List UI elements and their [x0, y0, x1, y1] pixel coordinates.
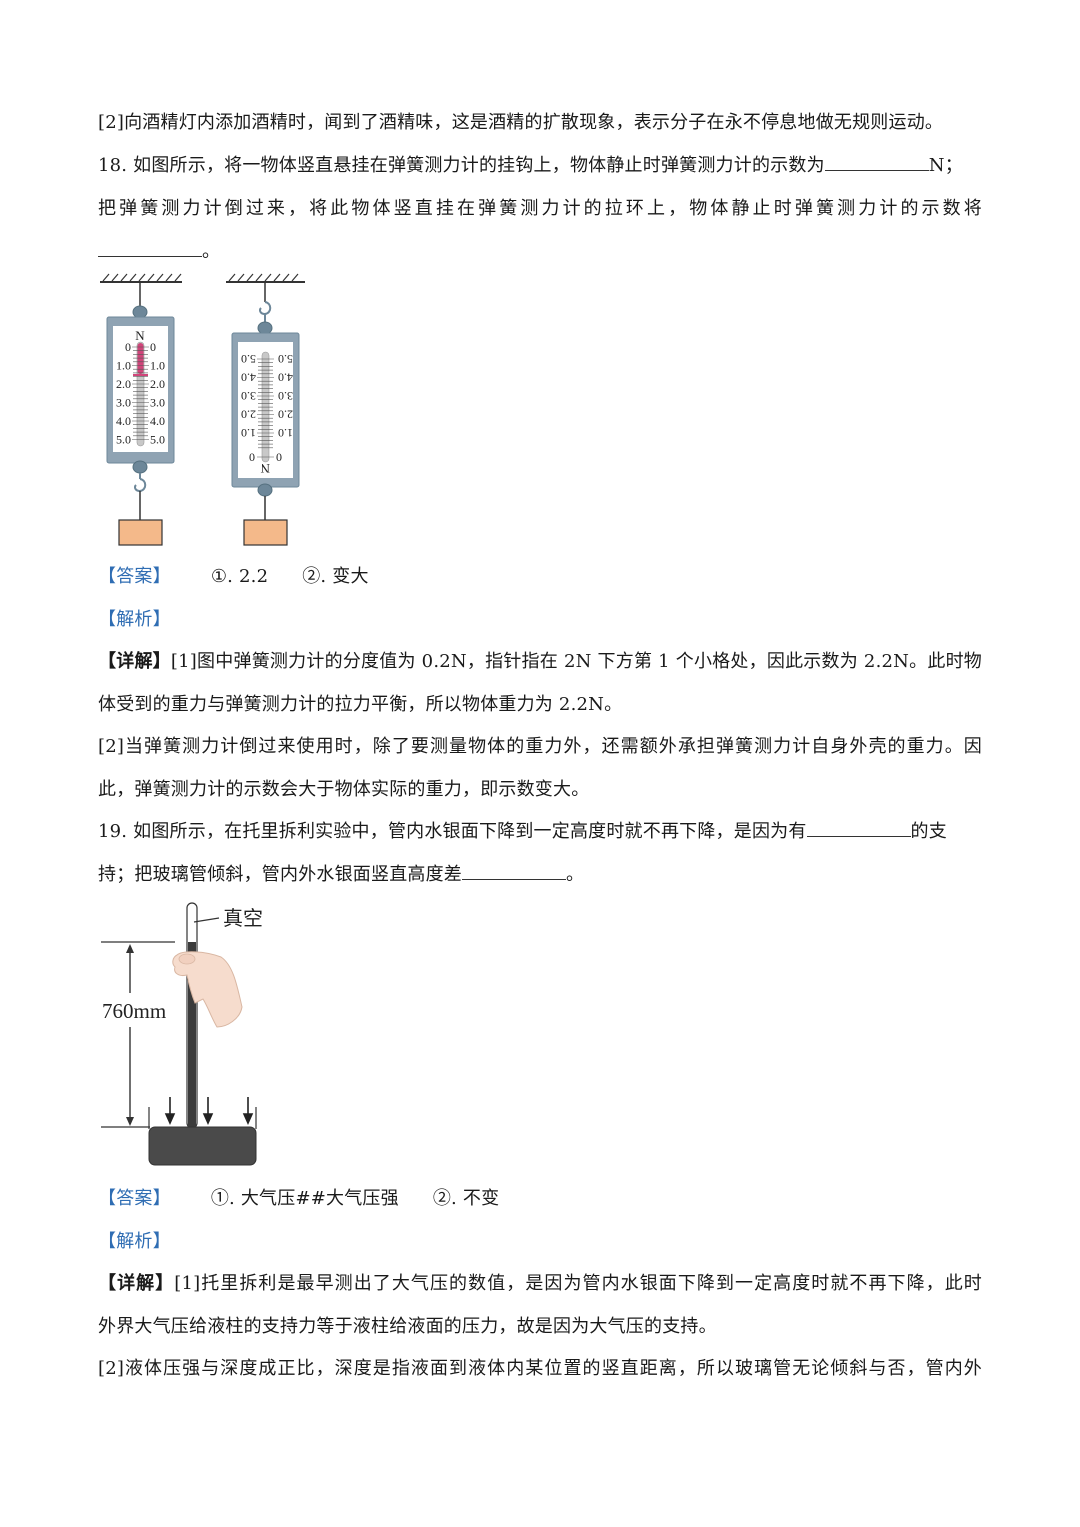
q19-detail-line-2: 外界大气压给液柱的支持力等于液柱给液面的压力，故是因为大气压的支持。 [98, 1312, 717, 1338]
q19-detail-text-1: [1]托里拆利是最早测出了大气压的数值，是因为管内水银面下降到一定高度时就不再下… [174, 1273, 982, 1294]
svg-text:2.0: 2.0 [241, 408, 256, 422]
svg-text:0: 0 [249, 450, 255, 464]
q17-explanation-line: [2]向酒精灯内添加酒精时，闻到了酒精味，这是酒精的扩散现象，表示分子在永不停息… [98, 108, 943, 134]
q18-detail-text-3: [2]当弹簧测力计倒过来使用时，除了要测量物体的重力外，还需额外承担弹簧测力计自… [98, 736, 982, 757]
q18-unit: N； [928, 155, 963, 176]
q19-analysis-line: 【解析】 [98, 1227, 171, 1253]
answer-tag: 【答案】 [98, 1188, 171, 1209]
q19-detail-line-3: [2]液体压强与深度成正比，深度是指液面到液体内某位置的竖直距离，所以玻璃管无论… [98, 1354, 982, 1380]
svg-text:3.0: 3.0 [116, 396, 131, 410]
analysis-tag: 【解析】 [98, 609, 171, 630]
svg-text:N: N [135, 328, 145, 343]
spring-scale-inverted: 5.0 5.0 4.0 4.0 3.0 3.0 2.0 2.0 1.0 1.0 … [226, 273, 305, 546]
svg-text:4.0: 4.0 [116, 414, 131, 428]
vacuum-label: 真空 [223, 906, 263, 930]
q18-stem-text-2: 把弹簧测力计倒过来，将此物体竖直挂在弹簧测力计的拉环上，物体静止时弹簧测力计的示… [98, 198, 982, 219]
q18-detail-text-2: 体受到的重力与弹簧测力计的拉力平衡，所以物体重力为 2.2N。 [98, 694, 623, 715]
svg-text:2.0: 2.0 [116, 377, 131, 391]
svg-text:0: 0 [125, 340, 131, 354]
q18-detail-line-1: 【详解】[1]图中弹簧测力计的分度值为 0.2N，指针指在 2N 下方第 1 个… [98, 647, 982, 673]
q18-stem-line-1: 18. 如图所示，将一物体竖直悬挂在弹簧测力计的挂钩上，物体静止时弹簧测力计的示… [98, 151, 963, 177]
q18-period: 。 [202, 241, 221, 262]
q18-blank-1[interactable] [824, 152, 929, 171]
q19-answer-2: ②. 不变 [432, 1188, 500, 1209]
spring-scale-figure: N 0 0 1.0 1.0 2.0 2.0 3.0 3.0 4.0 4.0 5.0 5.0 [100, 273, 305, 546]
svg-text:5.0: 5.0 [278, 352, 293, 366]
svg-text:1.0: 1.0 [278, 426, 293, 440]
svg-text:3.0: 3.0 [278, 389, 293, 403]
q18-analysis-line: 【解析】 [98, 605, 171, 631]
q18-answer-1: ①. 2.2 [210, 566, 269, 587]
svg-text:3.0: 3.0 [241, 389, 256, 403]
q18-detail-text-1: [1]图中弹簧测力计的分度值为 0.2N，指针指在 2N 下方第 1 个小格处，… [170, 651, 982, 672]
q19-stem-line-1: 19. 如图所示，在托里拆利实验中，管内水银面下降到一定高度时就不再下降，是因为… [98, 817, 947, 843]
q17-explanation-text: [2]向酒精灯内添加酒精时，闻到了酒精味，这是酒精的扩散现象，表示分子在永不停息… [98, 112, 944, 133]
q18-detail-line-2: 体受到的重力与弹簧测力计的拉力平衡，所以物体重力为 2.2N。 [98, 690, 622, 716]
detail-tag: 【详解】 [98, 651, 171, 672]
q19-blank-2[interactable] [462, 861, 566, 880]
svg-text:3.0: 3.0 [150, 396, 165, 410]
torricelli-figure: 真空 760mm [101, 902, 263, 1166]
q18-detail-line-4: 此，弹簧测力计的示数会大于物体实际的重力，即示数变大。 [98, 775, 589, 801]
q19-detail-text-2: 外界大气压给液柱的支持力等于液柱给液面的压力，故是因为大气压的支持。 [98, 1316, 717, 1337]
svg-text:1.0: 1.0 [116, 359, 131, 373]
analysis-tag: 【解析】 [98, 1231, 171, 1252]
q18-stem-line-3: 。 [98, 237, 220, 263]
q19-stem-line-2: 持；把玻璃管倾斜，管内外水银面竖直高度差 。 [98, 860, 584, 886]
svg-text:5.0: 5.0 [116, 433, 131, 447]
q19-answer-1: ①. 大气压##大气压强 [210, 1188, 399, 1209]
q19-detail-text-3: [2]液体压强与深度成正比，深度是指液面到液体内某位置的竖直距离，所以玻璃管无论… [98, 1358, 982, 1379]
q18-detail-line-3: [2]当弹簧测力计倒过来使用时，除了要测量物体的重力外，还需额外承担弹簧测力计自… [98, 732, 982, 758]
svg-text:2.0: 2.0 [278, 408, 293, 422]
q18-answer-line: 【答案】 ①. 2.2 ②. 变大 [98, 562, 369, 588]
q18-stem-text-1: 18. 如图所示，将一物体竖直悬挂在弹簧测力计的挂钩上，物体静止时弹簧测力计的示… [98, 155, 825, 176]
svg-text:0: 0 [276, 450, 282, 464]
svg-text:N: N [260, 461, 270, 476]
q19-stem-text-1: 19. 如图所示，在托里拆利实验中，管内水银面下降到一定高度时就不再下降，是因为… [98, 821, 807, 842]
q18-answer-2: ②. 变大 [302, 566, 369, 587]
svg-text:5.0: 5.0 [150, 433, 165, 447]
svg-text:2.0: 2.0 [150, 377, 165, 391]
q19-stem-text-2: 持；把玻璃管倾斜，管内外水银面竖直高度差 [98, 864, 462, 885]
q18-stem-line-2: 把弹簧测力计倒过来，将此物体竖直挂在弹簧测力计的拉环上，物体静止时弹簧测力计的示… [98, 194, 982, 220]
q18-blank-2[interactable] [98, 238, 202, 257]
svg-text:4.0: 4.0 [278, 371, 293, 385]
q19-detail-line-1: 【详解】[1]托里拆利是最早测出了大气压的数值，是因为管内水银面下降到一定高度时… [98, 1269, 982, 1295]
q18-detail-text-4: 此，弹簧测力计的示数会大于物体实际的重力，即示数变大。 [98, 779, 590, 800]
height-label: 760mm [102, 999, 166, 1023]
detail-tag: 【详解】 [98, 1273, 175, 1294]
spring-scale-normal: N 0 0 1.0 1.0 2.0 2.0 3.0 3.0 4.0 4.0 5.0 5.0 [100, 273, 182, 546]
q19-blank-1[interactable] [806, 818, 911, 837]
q19-stem-text-1b: 的支 [910, 821, 947, 842]
svg-text:1.0: 1.0 [241, 426, 256, 440]
q19-answer-line: 【答案】 ①. 大气压##大气压强 ②. 不变 [98, 1184, 499, 1210]
svg-text:5.0: 5.0 [241, 352, 256, 366]
svg-text:1.0: 1.0 [150, 359, 165, 373]
svg-text:4.0: 4.0 [150, 414, 165, 428]
svg-text:0: 0 [150, 340, 156, 354]
svg-text:4.0: 4.0 [241, 371, 256, 385]
answer-tag: 【答案】 [98, 566, 171, 587]
q19-period: 。 [566, 864, 585, 885]
